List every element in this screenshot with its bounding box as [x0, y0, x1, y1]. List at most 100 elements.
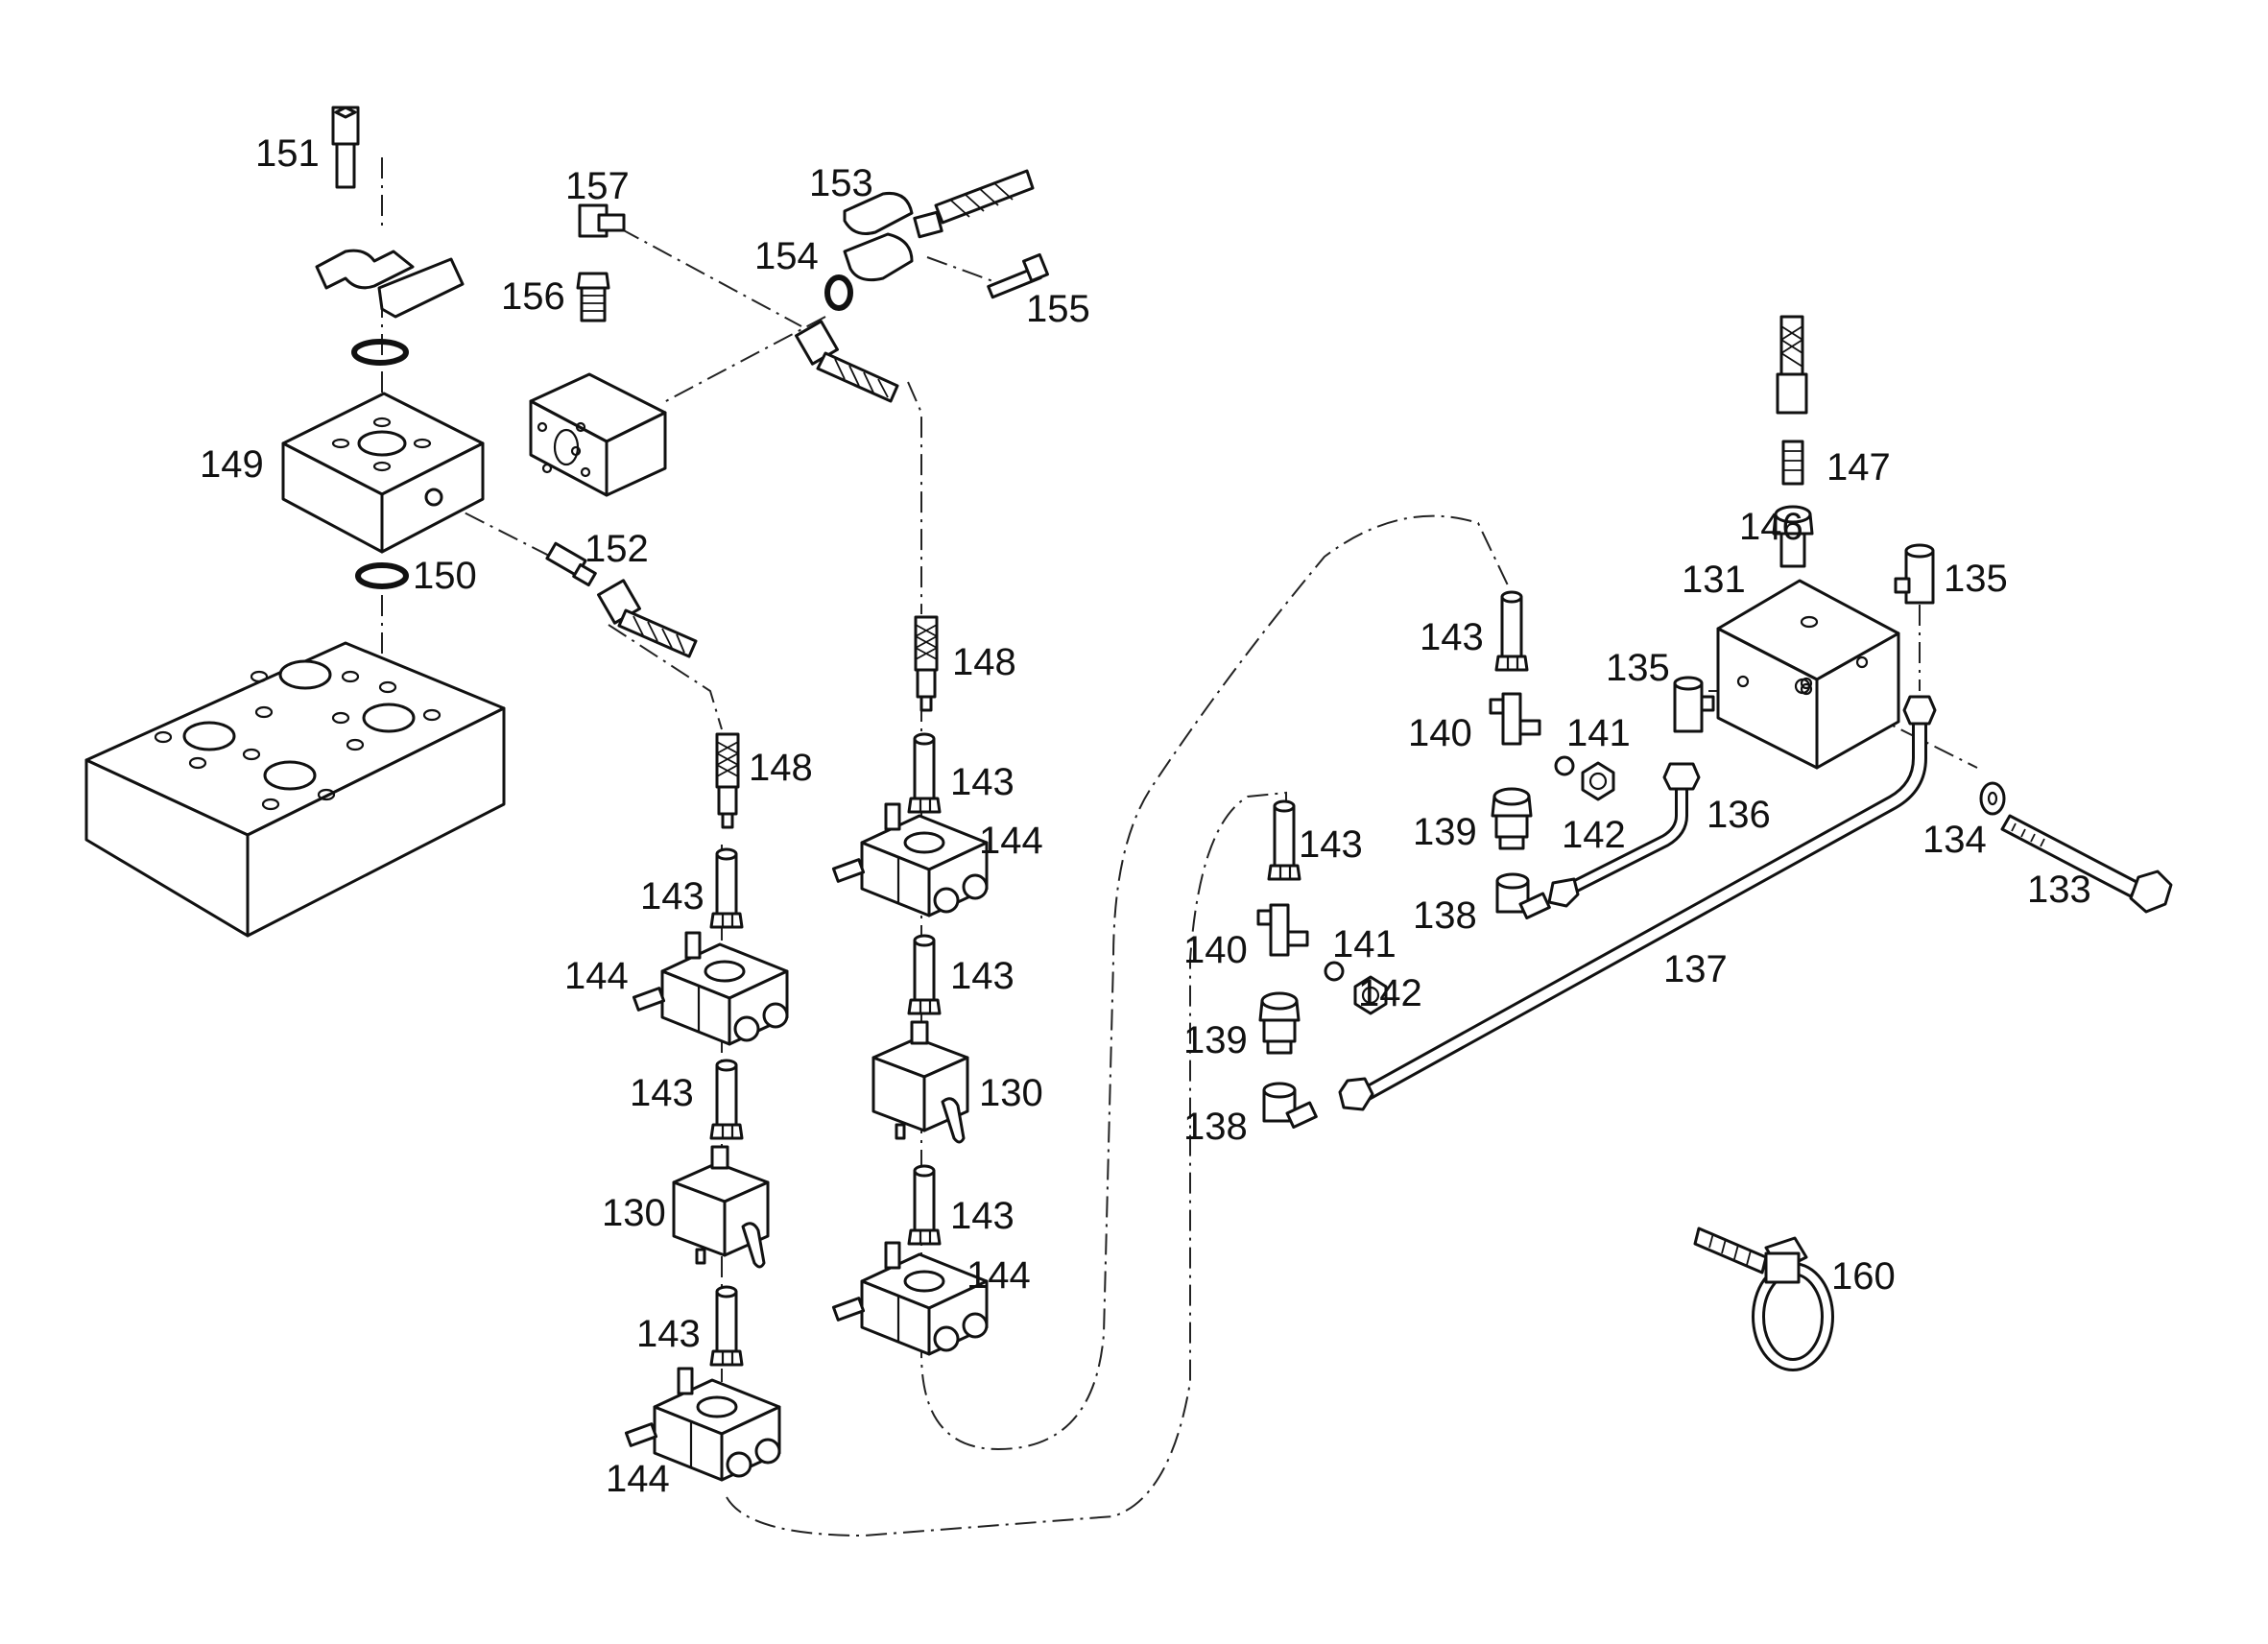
union-139-upper — [1491, 787, 1533, 850]
elbow-138-lower — [1262, 1082, 1318, 1130]
callout-138-upper: 138 — [1413, 894, 1477, 937]
callout-135-left: 135 — [1606, 647, 1670, 689]
callout-139-lower: 139 — [1183, 1019, 1248, 1061]
callout-138-lower: 138 — [1183, 1106, 1248, 1148]
hose-147-top — [1776, 315, 1808, 415]
fitting-135-left — [1673, 676, 1715, 733]
callout-143-left-2: 143 — [630, 1072, 694, 1114]
pin-143-left-3 — [709, 1285, 744, 1367]
valve-130-mid — [871, 1020, 969, 1144]
callout-133: 133 — [2027, 869, 2091, 911]
callout-156: 156 — [501, 275, 565, 318]
flange-plate-149 — [281, 392, 485, 554]
callout-144-left-1: 144 — [564, 955, 629, 997]
hose-fitting-148-left — [715, 732, 740, 829]
split-flange-halves — [315, 249, 465, 319]
callout-139-upper: 139 — [1413, 811, 1477, 853]
bolt-133 — [2000, 814, 2173, 914]
fitting-135-right — [1894, 543, 1935, 605]
callout-148-left: 148 — [749, 747, 813, 789]
callout-144-mid-1: 144 — [979, 820, 1043, 862]
fitting-157 — [578, 203, 626, 238]
pin-143-right-1 — [1494, 590, 1529, 672]
pin-143-right-2 — [1267, 799, 1301, 881]
callout-140-upper: 140 — [1408, 712, 1472, 754]
o-ring-150 — [355, 562, 409, 589]
callout-151: 151 — [255, 132, 320, 175]
washer-134 — [1979, 781, 2006, 816]
callout-143-mid-1: 143 — [950, 761, 1015, 803]
callout-143-left-3: 143 — [636, 1313, 701, 1355]
fitting-152 — [545, 541, 597, 587]
callout-143-right-1: 143 — [1420, 616, 1484, 658]
callout-149: 149 — [200, 443, 264, 486]
pipe-136 — [1547, 762, 1701, 908]
fitting-156 — [576, 272, 610, 322]
cable-tie-160 — [1693, 1227, 1834, 1371]
hose-fitting-mid — [795, 320, 899, 403]
pin-143-mid-2 — [907, 934, 942, 1015]
callout-137: 137 — [1663, 948, 1728, 990]
hose-fitting-148-mid — [914, 615, 939, 712]
callout-142-lower: 142 — [1358, 972, 1422, 1014]
callout-131: 131 — [1682, 559, 1746, 601]
pin-143-left-2 — [709, 1059, 744, 1140]
callout-143-left-1: 143 — [640, 875, 704, 917]
manifold-block — [84, 641, 506, 938]
hose-fitting-left — [597, 579, 698, 658]
callout-157: 157 — [565, 165, 630, 207]
union-139-lower — [1258, 991, 1301, 1055]
callout-135-right: 135 — [1944, 558, 2008, 600]
clamp-144-mid-2 — [831, 1241, 989, 1356]
callout-154: 154 — [754, 235, 819, 277]
callout-144-left-2: 144 — [606, 1458, 670, 1500]
side-block — [529, 372, 667, 497]
fitting-147 — [1781, 440, 1804, 486]
clamp-144-left-1 — [632, 931, 789, 1046]
callout-146: 146 — [1739, 506, 1803, 548]
bolt-155 — [987, 252, 1049, 299]
callout-150: 150 — [413, 555, 477, 597]
washer-141-upper — [1554, 755, 1575, 776]
o-ring-upper — [351, 339, 409, 366]
pin-143-mid-3 — [907, 1164, 942, 1246]
clamp-144-mid-1 — [831, 802, 989, 917]
callout-160: 160 — [1831, 1255, 1896, 1298]
callout-143-mid-3: 143 — [950, 1195, 1015, 1237]
nut-142-upper — [1581, 761, 1615, 801]
callout-136: 136 — [1707, 794, 1771, 836]
callout-134: 134 — [1922, 819, 1987, 861]
o-ring-154 — [824, 274, 853, 311]
valve-block-131 — [1716, 579, 1900, 770]
callout-141-lower: 141 — [1332, 923, 1397, 965]
pipe-137 — [1338, 695, 1937, 1111]
callout-144-mid-2: 144 — [967, 1254, 1031, 1297]
union-146 — [1772, 505, 1814, 568]
callout-130-mid: 130 — [979, 1072, 1043, 1114]
callout-142-upper: 142 — [1562, 814, 1626, 856]
callout-147: 147 — [1826, 446, 1891, 488]
callout-152: 152 — [585, 528, 649, 570]
callout-153: 153 — [809, 162, 873, 204]
pin-143-left-1 — [709, 847, 744, 929]
callout-labels: 151 157 153 154 156 155 149 150 152 148 … — [200, 132, 2091, 1500]
assembly-lines — [381, 157, 1978, 1537]
split-flange-153 — [824, 191, 914, 311]
tee-140-upper — [1489, 692, 1541, 746]
callout-148-mid: 148 — [952, 641, 1016, 683]
callout-140-lower: 140 — [1183, 929, 1248, 971]
washer-141-lower — [1324, 961, 1345, 982]
hose-end-top — [913, 169, 1035, 239]
callout-141-upper: 141 — [1566, 712, 1631, 754]
callout-130-left: 130 — [602, 1192, 666, 1234]
bolt-151 — [331, 106, 360, 189]
callout-155: 155 — [1026, 288, 1090, 330]
valve-130-left — [672, 1145, 770, 1269]
tee-140-lower — [1256, 903, 1309, 957]
callout-143-mid-2: 143 — [950, 955, 1015, 997]
callout-143-right-2: 143 — [1299, 823, 1363, 866]
pin-143-mid-1 — [907, 732, 942, 814]
elbow-138-upper — [1495, 872, 1551, 920]
